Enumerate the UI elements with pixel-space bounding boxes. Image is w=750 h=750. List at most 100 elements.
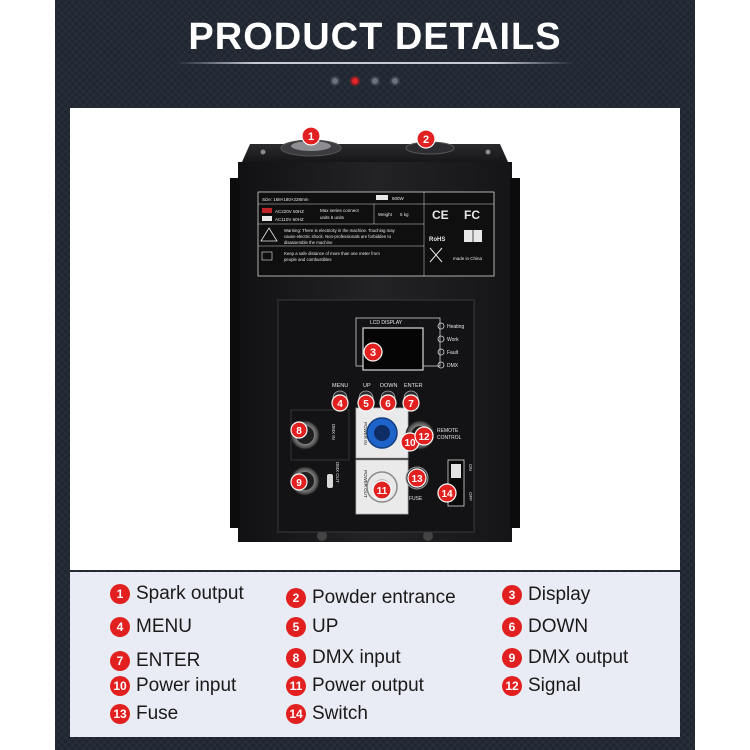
marker-2: 2	[416, 129, 436, 149]
button-enter-label: ENTER	[404, 383, 423, 389]
title-underline	[176, 62, 574, 64]
label-warning-2-text: cause electric shock. Non-professionals …	[284, 234, 392, 239]
indicator-work	[437, 335, 445, 343]
label-power-text: 600W	[392, 196, 405, 201]
label-weight-value-text: 5 kg	[400, 212, 409, 217]
legend-number-8: 8	[286, 648, 306, 668]
label-warning-1-text: Warning: There is electricity in the mac…	[284, 228, 396, 233]
switch-off-label: OFF	[468, 492, 473, 501]
indicator-dmx-label: DMX	[447, 363, 459, 369]
label-units-text: units 6 units	[320, 215, 345, 220]
legend-number-11: 11	[286, 676, 306, 696]
marker-12: 12	[414, 426, 434, 446]
pager-dot-1[interactable]	[330, 76, 340, 86]
power-out-label: POWER OUT	[363, 470, 368, 498]
dmx-in-label: DMX IN	[331, 424, 336, 440]
svg-text:8: 8	[296, 426, 302, 437]
marker-5: 5	[357, 394, 375, 412]
callout-markers: 1 2 3 4 5 6 7	[290, 126, 457, 503]
legend-number-4: 4	[110, 617, 130, 637]
indicator-fault-label: Fault	[447, 350, 459, 356]
fuse-label: FUSE	[409, 496, 423, 502]
legend-item-6: 6 DOWN	[502, 615, 588, 639]
made-in-text: made in China	[453, 256, 483, 261]
svg-text:6: 6	[385, 399, 391, 410]
legend-label-3: Display	[528, 584, 591, 605]
status-indicators: Heating Work Fault DMX	[437, 322, 464, 369]
svg-text:12: 12	[418, 432, 430, 443]
label-distance-2-text: people and combustibles	[284, 257, 332, 262]
label-series-text: Max series connect	[320, 208, 360, 213]
device-top-cover	[242, 139, 508, 162]
weee-bin-icon	[429, 247, 443, 263]
indicator-heating-label: Heating	[447, 324, 464, 330]
marker-1: 1	[301, 126, 321, 146]
legend-label-12: Signal	[528, 675, 581, 696]
legend-item-5: 5 UP	[286, 615, 338, 639]
remote-label-2: CONTROL	[437, 435, 462, 441]
marker-14: 14	[437, 483, 457, 503]
marker-8: 8	[290, 421, 308, 439]
label-voltage-1-text: AC220V 50HZ	[275, 209, 304, 214]
left-handle	[230, 178, 240, 528]
svg-text:2: 2	[423, 134, 429, 146]
svg-text:1: 1	[308, 131, 314, 143]
indicator-heating	[437, 322, 445, 330]
legend-number-10: 10	[110, 676, 130, 696]
button-down-label: DOWN	[380, 383, 397, 389]
label-weight-text: Weight	[378, 212, 393, 217]
label-size-text: Size: 168×180×228mm	[262, 197, 309, 202]
legend-item-13: 13 Fuse	[110, 702, 178, 726]
marker-9: 9	[290, 473, 308, 491]
legend-item-4: 4 MENU	[110, 615, 192, 639]
legend-label-10: Power input	[136, 675, 237, 696]
pager-dot-2[interactable]	[350, 76, 360, 86]
legend-label-11: Power output	[312, 675, 424, 696]
legend-label-6: DOWN	[528, 616, 589, 637]
legend-label-8: DMX input	[312, 647, 401, 668]
button-up-label: UP	[363, 383, 371, 389]
pager-dot-4[interactable]	[390, 76, 400, 86]
legend-item-2: 2 Powder entrance	[286, 586, 456, 610]
page-title: PRODUCT DETAILS	[188, 16, 562, 58]
marker-11: 11	[372, 480, 392, 500]
legend-number-3: 3	[502, 585, 522, 605]
legend-number-9: 9	[502, 648, 522, 668]
button-menu-label: MENU	[332, 383, 348, 389]
svg-text:3: 3	[370, 347, 376, 359]
svg-text:9: 9	[296, 478, 302, 489]
svg-text:14: 14	[441, 489, 453, 500]
indicator-fault	[437, 348, 445, 356]
distance-icon	[261, 251, 273, 261]
legend-item-8: 8 DMX input	[286, 646, 401, 670]
carousel-pager	[330, 74, 420, 88]
foot-screw-left	[317, 531, 327, 541]
label-warning-3-text: disassemble the machine	[284, 240, 333, 245]
power-in-label: POWER IN	[363, 422, 368, 445]
product-image-panel: Size: 168×180×228mm 600W AC220V 50HZ AC1…	[70, 108, 680, 570]
marker-6: 6	[379, 394, 397, 412]
warning-icon	[260, 227, 278, 242]
fcc-mark: FC	[464, 208, 480, 222]
remote-label-1: REMOTE	[437, 428, 459, 434]
pager-dot-3[interactable]	[370, 76, 380, 86]
legend-label-2: Powder entrance	[312, 587, 456, 608]
legend-item-10: 10 Power input	[110, 674, 236, 698]
legend-label-14: Switch	[312, 703, 368, 724]
legend-item-3: 3 Display	[502, 583, 590, 607]
marker-7: 7	[402, 394, 420, 412]
marker-3: 3	[363, 342, 383, 362]
rohs-mark: RoHS	[429, 237, 445, 243]
svg-text:4: 4	[337, 399, 343, 410]
legend-item-12: 12 Signal	[502, 674, 581, 698]
device-illustration: Size: 168×180×228mm 600W AC220V 50HZ AC1…	[230, 126, 520, 542]
svg-text:13: 13	[411, 474, 423, 485]
spec-label: Size: 168×180×228mm 600W AC220V 50HZ AC1…	[257, 191, 495, 277]
svg-text:7: 7	[408, 399, 414, 410]
legend-number-6: 6	[502, 617, 522, 637]
legend-label-1: Spark output	[136, 583, 244, 604]
legend-number-5: 5	[286, 617, 306, 637]
label-distance-1-text: Keep a safe distance of more than one me…	[284, 251, 380, 256]
legend-label-13: Fuse	[136, 703, 179, 724]
svg-text:5: 5	[363, 399, 369, 410]
